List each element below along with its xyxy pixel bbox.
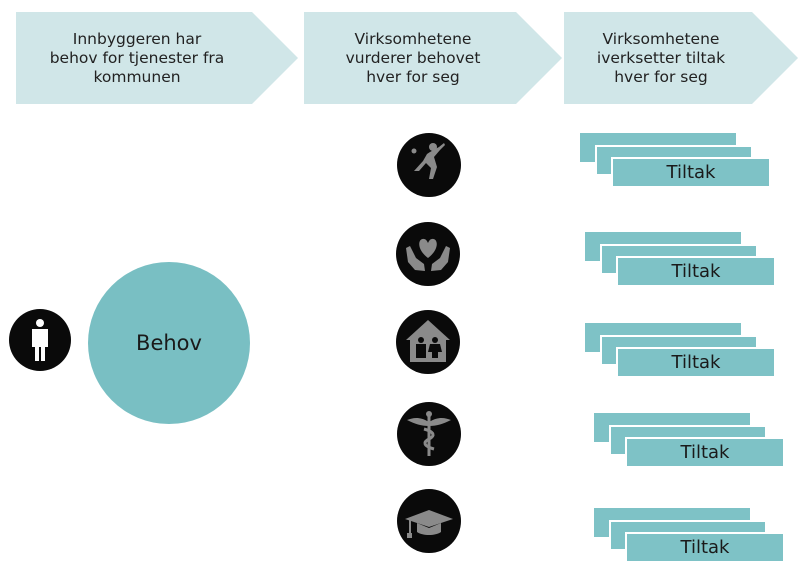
measure-card-front: Tiltak — [625, 437, 783, 466]
step-2-chevron: Virksomhetene vurderer behovet hver for … — [304, 12, 562, 104]
step-2-label: Virksomhetene vurderer behovet hver for … — [345, 29, 481, 86]
measure-stack-3: Tiltak — [585, 323, 785, 383]
soccer-player-icon — [397, 133, 461, 197]
caduceus-icon — [397, 402, 461, 466]
measure-card-front: Tiltak — [616, 256, 774, 285]
graduation-cap-icon — [397, 489, 461, 553]
heart-in-hands-icon — [396, 222, 460, 286]
need-circle: Behov — [88, 262, 250, 424]
measure-stack-5: Tiltak — [594, 508, 794, 568]
family-house-icon — [396, 310, 460, 374]
step-1-chevron: Innbyggeren har behov for tjenester fra … — [16, 12, 298, 104]
measure-card-front: Tiltak — [625, 532, 783, 561]
measure-card-front: Tiltak — [611, 157, 769, 186]
step-3-chevron: Virksomhetene iverksetter tiltak hver fo… — [564, 12, 798, 104]
need-label: Behov — [136, 331, 202, 355]
measure-label: Tiltak — [671, 261, 721, 282]
step-1-label: Innbyggeren har behov for tjenester fra … — [49, 29, 225, 86]
measure-stack-2: Tiltak — [585, 232, 785, 292]
measure-label: Tiltak — [680, 537, 730, 558]
measure-stack-1: Tiltak — [580, 133, 780, 193]
step-3-label: Virksomhetene iverksetter tiltak hver fo… — [596, 29, 726, 86]
measure-label: Tiltak — [666, 162, 716, 183]
measure-card-front: Tiltak — [616, 347, 774, 376]
measure-label: Tiltak — [671, 352, 721, 373]
measure-label: Tiltak — [680, 442, 730, 463]
measure-stack-4: Tiltak — [594, 413, 794, 473]
person-icon — [9, 309, 71, 371]
